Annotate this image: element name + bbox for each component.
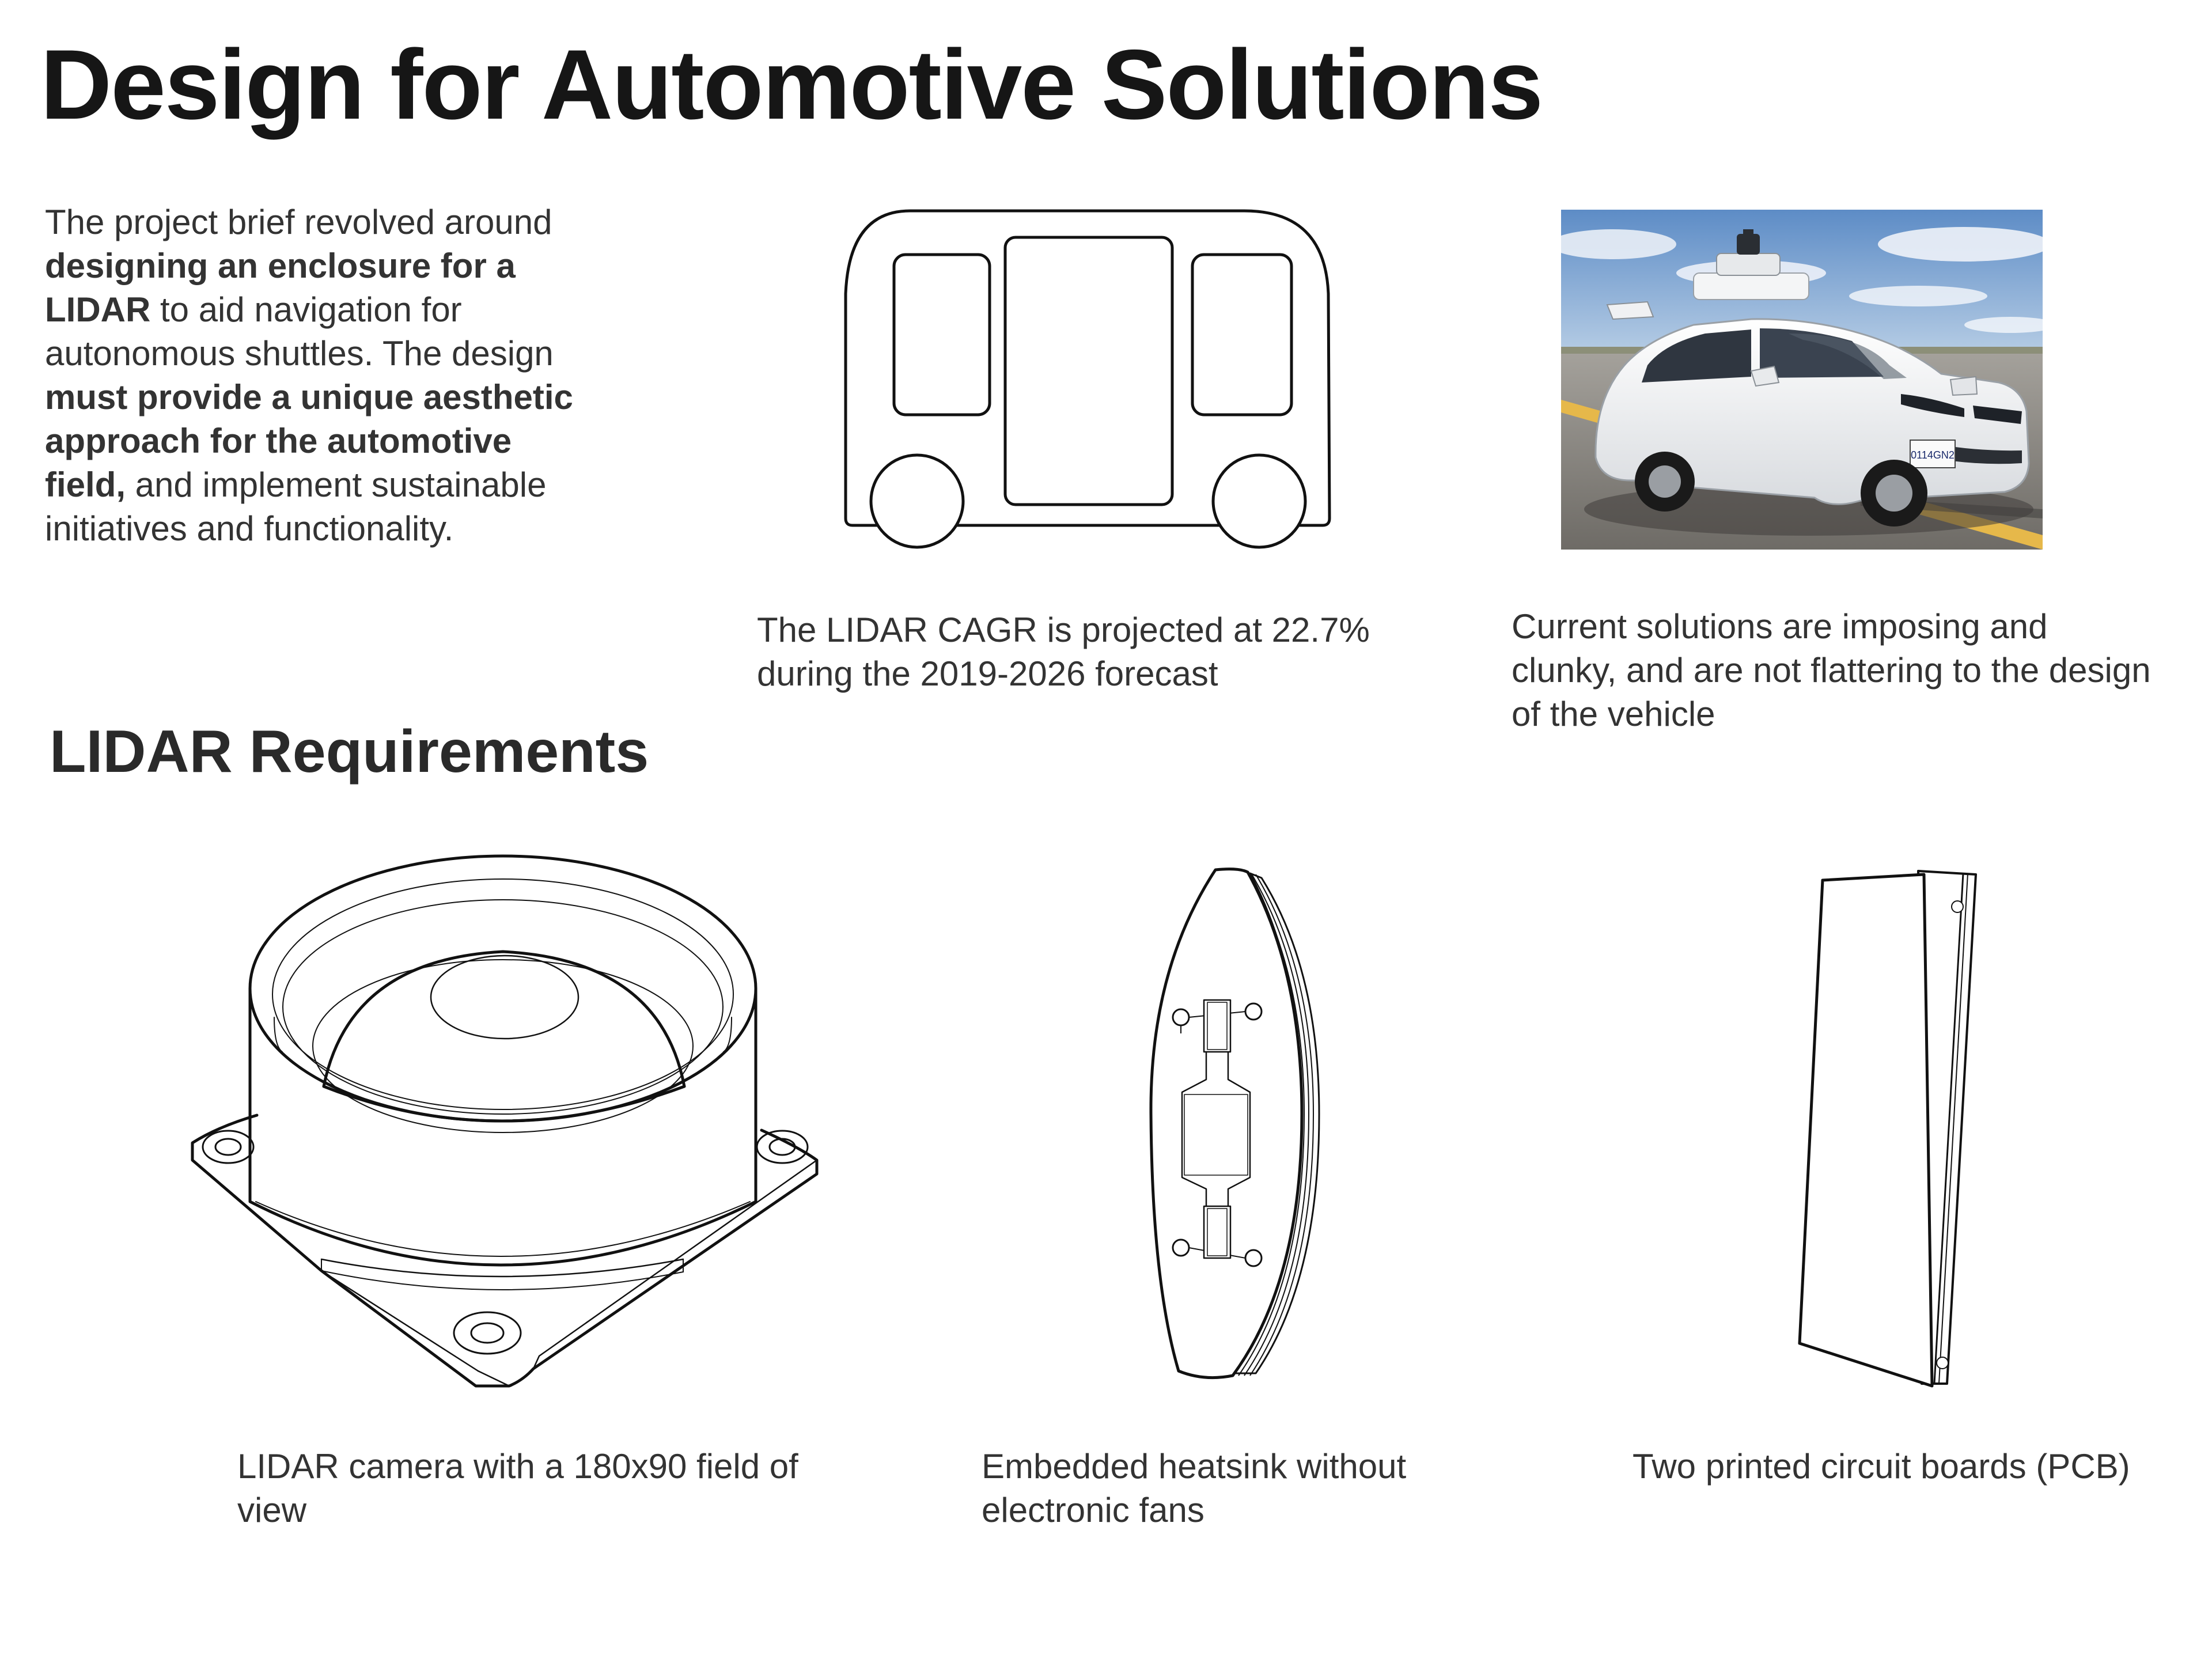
intro-paragraph: The project brief revolved around design… <box>45 200 598 551</box>
autonomous-car-photo: 0114GN2 <box>1561 210 2043 550</box>
requirement-caption: Embedded heatsink without electronic fan… <box>982 1447 1407 1529</box>
license-plate: 0114GN2 <box>1911 449 1955 461</box>
requirement-caption: Two printed circuit boards (PCB) <box>1633 1447 2130 1486</box>
intro-text: to aid navigation for autonomous shuttle… <box>45 290 554 373</box>
page-title: Design for Automotive Solutions <box>40 29 1543 140</box>
pcb-icon <box>1798 870 1977 1388</box>
shuttle-caption: The LIDAR CAGR is projected at 22.7% dur… <box>757 611 1370 693</box>
intro-bold-text: designing an enclosure for a LIDAR <box>45 247 516 329</box>
photo-caption: Current solutions are imposing and clunk… <box>1512 607 2151 733</box>
shuttle-icon <box>844 209 1331 549</box>
intro-text: The project brief revolved around <box>45 203 552 241</box>
lidar-camera-icon <box>191 854 819 1388</box>
intro-text: and implement sustainable initiatives an… <box>45 465 547 548</box>
section-title: LIDAR Requirements <box>50 718 649 785</box>
requirement-caption: LIDAR camera with a 180x90 field of view <box>237 1447 798 1529</box>
intro-bold-text: must provide a unique aesthetic approach… <box>45 378 573 504</box>
heatsink-icon <box>1149 868 1320 1380</box>
